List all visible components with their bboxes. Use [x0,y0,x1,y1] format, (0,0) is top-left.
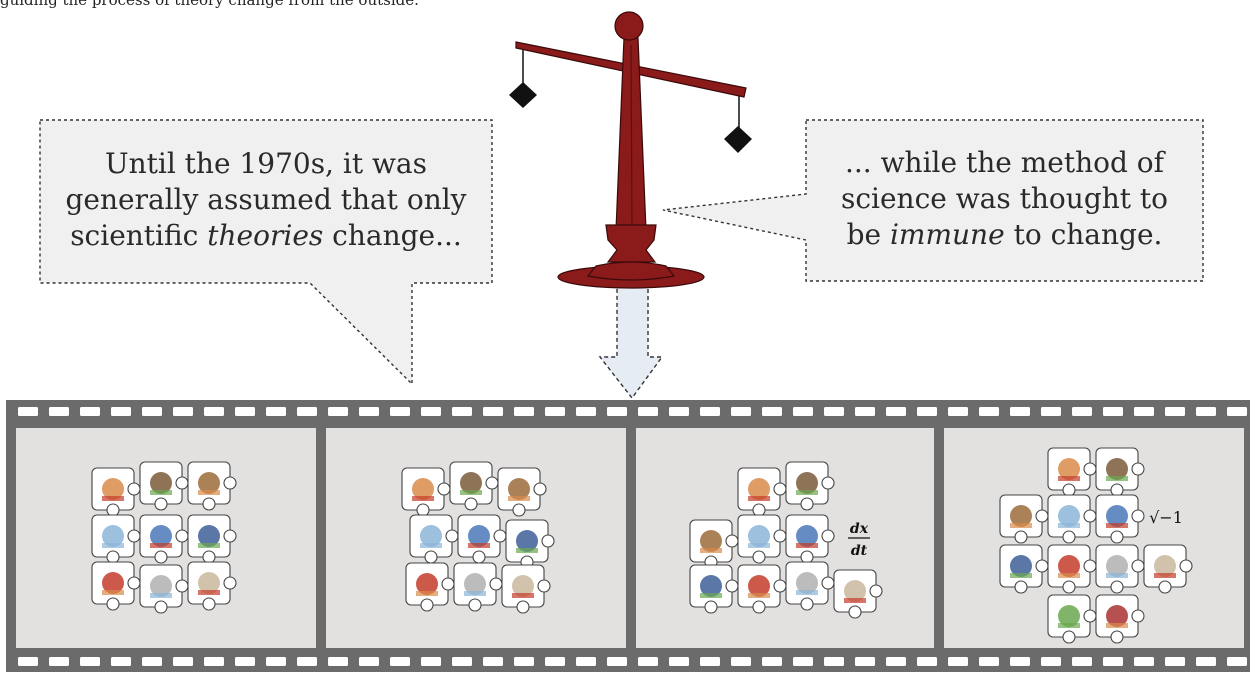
down-arrow [600,285,662,398]
sprocket-hole [917,657,937,666]
sprocket-hole [18,407,38,416]
sprocket-hole [1196,407,1216,416]
right-pan-diamond [724,126,752,153]
left-bubble-text: Until the 1970s, it was generally assume… [40,146,492,254]
sprocket-hole [731,407,751,416]
sprocket-hole [1072,407,1092,416]
sprocket-hole [1103,657,1123,666]
sprocket-hole [328,407,348,416]
formula-dt: dt [851,543,868,559]
sprocket-hole [111,407,131,416]
sprocket-hole [18,657,38,666]
sprocket-hole [1134,657,1154,666]
sprocket-hole [452,657,472,666]
sprocket-hole [390,407,410,416]
puzzle-cluster-1 [92,462,236,613]
sprocket-hole [638,407,658,416]
sprocket-hole [452,407,472,416]
formula-sqrt-minus-one: √−1 [1149,508,1183,527]
sprocket-hole [917,407,937,416]
sprocket-hole [669,407,689,416]
sprocket-hole [514,657,534,666]
sprocket-hole [762,407,782,416]
sprocket-hole [948,657,968,666]
sprocket-hole [235,407,255,416]
sprocket-hole [1041,657,1061,666]
sprocket-hole [1227,657,1247,666]
sprocket-hole [886,407,906,416]
sprocket-hole [49,657,69,666]
scale-knob [615,12,643,40]
sprocket-hole [173,657,193,666]
sprocket-hole [1010,657,1030,666]
sprocket-hole [638,657,658,666]
sprocket-hole [886,657,906,666]
sprocket-hole [824,657,844,666]
sprocket-hole [421,657,441,666]
sprocket-hole [359,657,379,666]
sprocket-hole [700,407,720,416]
sprocket-hole [514,407,534,416]
sprocket-hole [111,657,131,666]
sprocket-hole [235,657,255,666]
scale-collar [606,225,656,262]
sprocket-hole [824,407,844,416]
sprocket-hole [266,407,286,416]
sprocket-hole [1041,407,1061,416]
sprocket-hole [607,407,627,416]
sprocket-hole [142,407,162,416]
sprocket-hole [793,407,813,416]
sprocket-hole [607,657,627,666]
sprocket-hole [545,657,565,666]
sprocket-hole [855,407,875,416]
sprocket-hole [1134,407,1154,416]
sprocket-hole [80,657,100,666]
sprocket-hole [762,657,782,666]
sprocket-hole [793,657,813,666]
sprocket-hole [359,407,379,416]
sprocket-hole [173,407,193,416]
sprocket-hole [545,407,565,416]
sprocket-hole [142,657,162,666]
sprocket-hole [1072,657,1092,666]
left-pan-diamond [509,82,537,108]
sprocket-hole [1165,407,1185,416]
sprocket-hole [669,657,689,666]
balance-scale [509,12,752,288]
sprocket-hole [483,657,503,666]
sprocket-hole [204,407,224,416]
puzzle-cluster-2 [402,462,554,613]
sprocket-hole [390,657,410,666]
sprocket-hole [731,657,751,666]
right-bubble-text: ... while the method of science was thou… [806,145,1203,253]
sprocket-hole [948,407,968,416]
formula-dx: dx [850,521,869,537]
sprocket-hole [576,407,596,416]
sprocket-hole [1227,407,1247,416]
sprocket-hole [328,657,348,666]
sprocket-hole [1165,657,1185,666]
sprocket-hole [1103,407,1123,416]
sprocket-hole [576,657,596,666]
sprocket-hole [80,407,100,416]
sprocket-hole [1010,407,1030,416]
sprocket-hole [297,407,317,416]
sprocket-hole [700,657,720,666]
sprocket-hole [421,407,441,416]
sprocket-hole [979,657,999,666]
sprocket-hole [49,407,69,416]
sprocket-hole [1196,657,1216,666]
sprocket-hole [855,657,875,666]
sprocket-hole [204,657,224,666]
sprocket-hole [483,407,503,416]
sprocket-hole [266,657,286,666]
sprocket-hole [979,407,999,416]
sprocket-hole [297,657,317,666]
